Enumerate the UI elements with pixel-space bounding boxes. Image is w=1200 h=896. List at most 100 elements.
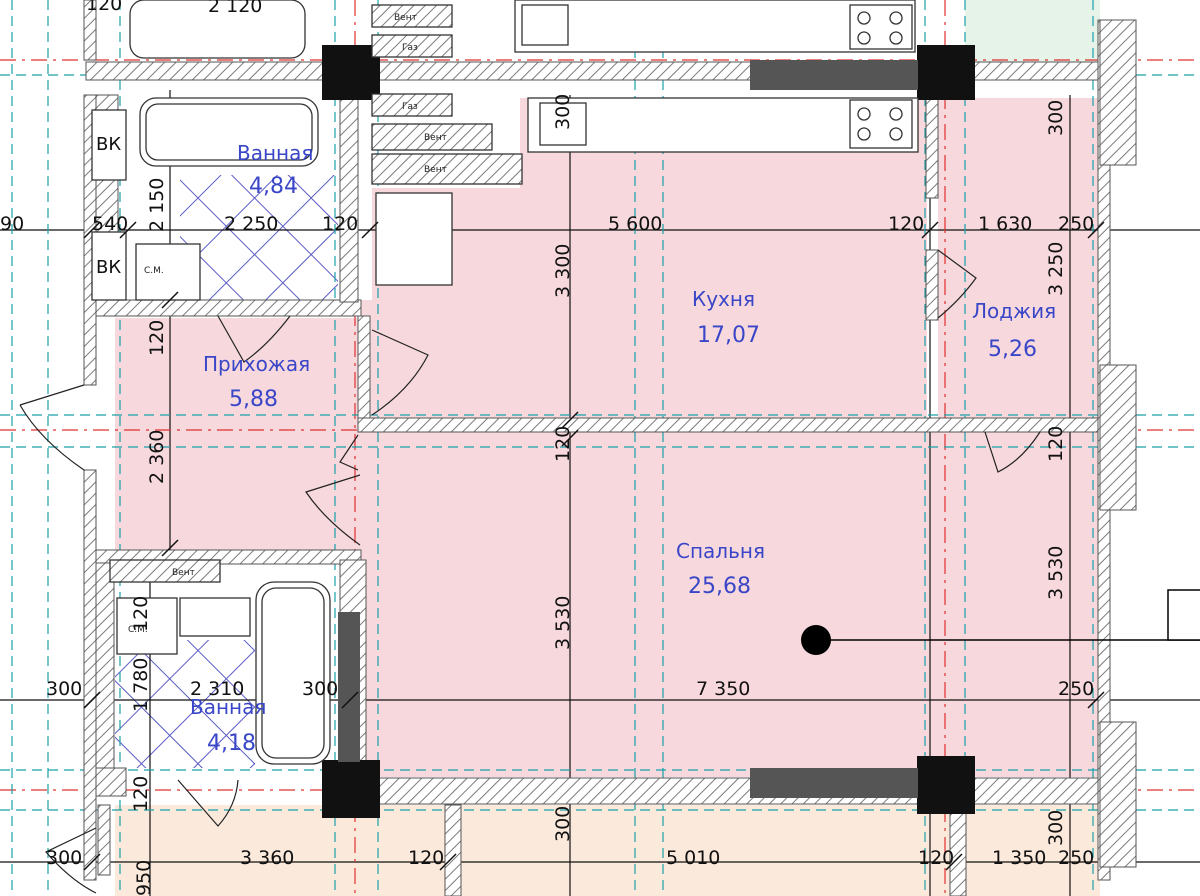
dim-label: 3 300	[552, 244, 574, 298]
vent-shaft	[371, 93, 453, 117]
door-swing	[19, 384, 85, 471]
bathtub	[261, 587, 325, 759]
tick	[945, 853, 963, 871]
dim-label: 2 360	[146, 430, 168, 484]
vent-label: Вент	[424, 165, 447, 175]
upper-right-floor	[965, 0, 1100, 62]
bathtub	[145, 103, 313, 161]
dim-label: 120	[552, 426, 574, 462]
vertical-dimension-labels: 2 150 300 3 300 3 250 300 120 2 360 120 …	[130, 94, 1067, 896]
room-name-loggia: Лоджия	[972, 299, 1056, 323]
dim-label: 3 250	[1045, 242, 1067, 296]
dim-label: 5 600	[608, 213, 662, 235]
door-swing	[177, 779, 239, 827]
dim-label: 540	[92, 213, 128, 235]
vent-shaft	[371, 4, 453, 28]
column	[322, 45, 380, 100]
tick	[921, 221, 939, 239]
column	[917, 45, 975, 100]
dim-label: 2 150	[146, 178, 168, 232]
dim-label: 120	[322, 213, 358, 235]
hall-floor	[115, 318, 360, 550]
tick	[1087, 691, 1105, 709]
stove	[849, 99, 913, 149]
wall-panel	[750, 768, 918, 798]
dim-label: 300	[1045, 810, 1067, 846]
kitchen-floor	[372, 188, 927, 418]
room-area-bath-bottom: 4,18	[207, 731, 256, 756]
dim-label: 1 630	[978, 213, 1032, 235]
kitchen-counter	[514, 0, 916, 53]
room-area-hall: 5,88	[229, 387, 278, 412]
washer-label: С.М.	[144, 266, 164, 276]
bath-bottom-floor	[115, 640, 255, 768]
room-area-kitchen: 17,07	[697, 323, 760, 348]
doors	[19, 249, 1041, 894]
wall	[357, 315, 371, 433]
dim-label: 1 350	[992, 847, 1046, 869]
wall	[339, 96, 359, 303]
dim-label: 3 360	[240, 847, 294, 869]
dim-label: 300	[552, 94, 574, 130]
door-swing	[937, 249, 977, 319]
tick	[161, 291, 179, 309]
room-name-bath-bottom: Ванная	[190, 695, 266, 719]
tick	[83, 221, 101, 239]
room-area-loggia: 5,26	[988, 337, 1037, 362]
dim-label: 120	[918, 847, 954, 869]
door-swing	[339, 434, 359, 471]
dim-label: 5 010	[666, 847, 720, 869]
sink	[179, 597, 251, 637]
wall	[83, 469, 97, 881]
wall	[1099, 364, 1137, 511]
wall	[1099, 19, 1137, 166]
gas-label: Газ	[402, 102, 418, 112]
wall	[357, 417, 1099, 433]
washing-machine	[135, 243, 201, 301]
dim-label: 300	[46, 847, 82, 869]
burner	[889, 11, 903, 25]
dim-label: 120	[408, 847, 444, 869]
fixtures	[91, 0, 919, 765]
tick	[561, 411, 579, 429]
dim-label: 300	[302, 678, 338, 700]
dim-label: 3 530	[1045, 546, 1067, 600]
room-name-hall: Прихожая	[203, 352, 310, 376]
door-swing	[984, 431, 1041, 473]
burner	[889, 107, 903, 121]
dim-label: 120	[888, 213, 924, 235]
column	[322, 760, 380, 818]
dim-label: 250	[1058, 847, 1094, 869]
room-area-bath-top: 4,84	[249, 174, 298, 199]
columns	[322, 45, 975, 818]
shaft-box	[91, 231, 127, 301]
tick	[1087, 221, 1105, 239]
burner	[889, 127, 903, 141]
sink	[539, 102, 587, 146]
wall	[95, 299, 362, 317]
bedroom-floor	[372, 432, 1098, 777]
dim-label: 250	[1058, 678, 1094, 700]
wall-panel	[338, 612, 360, 762]
dim-label: 2 120	[208, 0, 262, 17]
burner	[857, 127, 871, 141]
wall	[83, 0, 97, 61]
room-name-bedroom: Спальня	[676, 539, 765, 563]
room-name-kitchen: Кухня	[692, 287, 755, 311]
bath-top-floor	[180, 175, 338, 303]
tick	[119, 221, 137, 239]
burner	[857, 31, 871, 45]
fridge	[375, 192, 453, 286]
wall	[357, 777, 1104, 805]
dim-label: 2 310	[190, 678, 244, 700]
washer-label: С.М.	[128, 625, 148, 635]
wall	[444, 804, 462, 896]
bathtub	[129, 0, 306, 59]
tick	[341, 691, 359, 709]
wall	[97, 804, 111, 876]
wall	[1099, 721, 1137, 868]
vent-shaft	[109, 559, 221, 583]
dim-label: 120	[146, 320, 168, 356]
dim-label: 250	[1058, 213, 1094, 235]
